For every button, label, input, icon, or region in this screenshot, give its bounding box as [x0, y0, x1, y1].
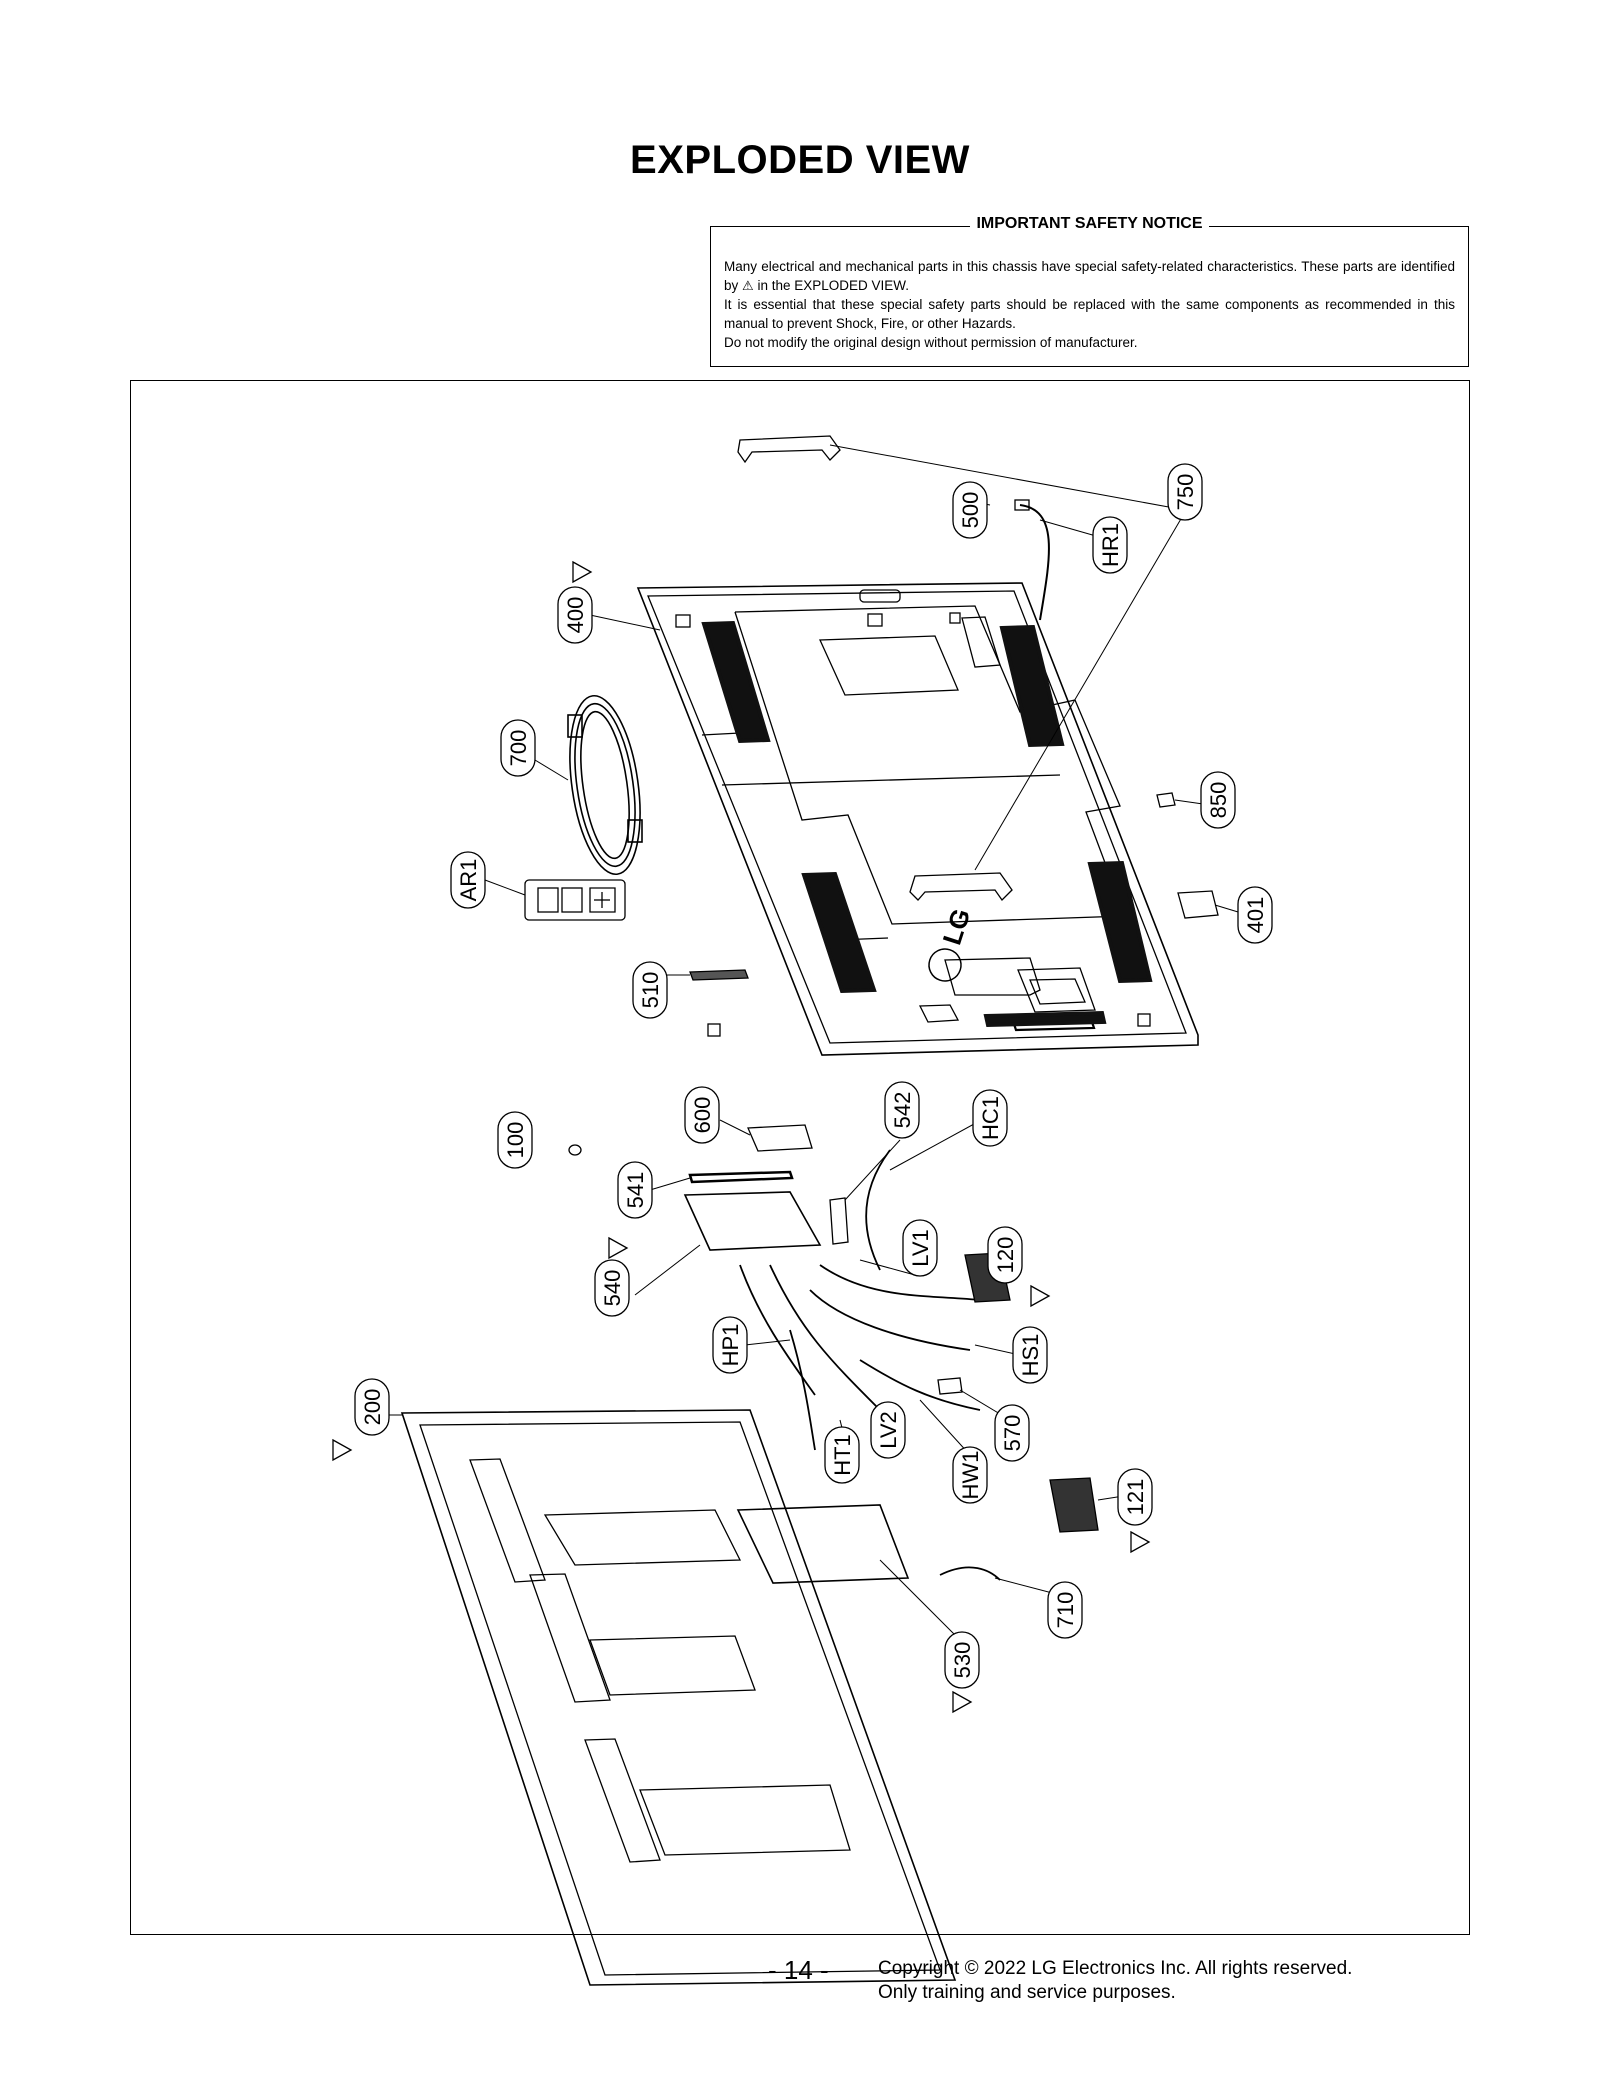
callout-hs1: HS1 [1012, 1326, 1048, 1384]
callout-label: 850 [1206, 782, 1231, 819]
callout-500: 500 [952, 481, 988, 539]
callout-label: 121 [1123, 1479, 1148, 1516]
callout-label: AR1 [456, 859, 481, 902]
callout-400: 400 [557, 586, 593, 644]
notice-line-1-tail: in the EXPLODED VIEW. [757, 278, 910, 293]
callout-hc1: HC1 [972, 1089, 1008, 1147]
callout-label: HT1 [830, 1434, 855, 1476]
lg-logo: LG [937, 905, 977, 949]
callout-label: 540 [600, 1270, 625, 1307]
handle-part [737, 435, 1013, 902]
callout-600: 600 [684, 1086, 720, 1144]
safety-triangle-icon [952, 1690, 973, 1714]
power-board-part [736, 1504, 910, 1584]
notice-line-2: It is essential that these special safet… [724, 297, 1455, 331]
page-title: EXPLODED VIEW [630, 138, 970, 182]
main-board-part [683, 1191, 822, 1251]
internal-cables [739, 1149, 981, 1451]
safety-triangle-icon [332, 1438, 353, 1462]
callout-570: 570 [994, 1404, 1030, 1462]
copyright-text: Copyright © 2022 LG Electronics Inc. All… [878, 1957, 1352, 2005]
warning-triangle-icon: ⚠ [742, 278, 754, 293]
callout-label: 570 [1000, 1415, 1025, 1452]
callout-540: 540 [594, 1259, 630, 1317]
callout-label: 500 [958, 492, 983, 529]
callout-label: 100 [503, 1122, 528, 1159]
page-number: - 14 - [768, 1955, 829, 1985]
harness-hr1 [1019, 504, 1050, 621]
notice-line-3: Do not modify the original design withou… [724, 335, 1138, 350]
callout-hr1: HR1 [1092, 516, 1128, 574]
callout-label: 541 [623, 1172, 648, 1209]
notice-line-1: Many electrical and mechanical parts in … [724, 259, 1455, 293]
callout-121: 121 [1117, 1468, 1153, 1526]
callout-label: 120 [993, 1237, 1018, 1274]
callout-ht1: HT1 [824, 1426, 860, 1484]
callout-label: HS1 [1018, 1334, 1043, 1377]
callout-850: 850 [1200, 771, 1236, 829]
safety-triangle-icon [608, 1236, 629, 1260]
callout-label: 542 [890, 1092, 915, 1129]
callout-label: 401 [1243, 897, 1268, 934]
callout-label: 200 [360, 1389, 385, 1426]
callout-lv2: LV2 [870, 1401, 906, 1459]
callout-label: 530 [950, 1642, 975, 1679]
callout-hw1: HW1 [952, 1446, 988, 1504]
callout-label: LV2 [876, 1411, 901, 1449]
remote-control-part [524, 879, 626, 921]
callout-100: 100 [497, 1111, 533, 1169]
diagram-frame [130, 380, 1470, 1935]
callout-120: 120 [987, 1226, 1023, 1284]
callout-label: LV1 [908, 1229, 933, 1267]
callout-ar1: AR1 [450, 851, 486, 909]
callout-label: 600 [690, 1097, 715, 1134]
callout-label: 400 [563, 597, 588, 634]
vent-grilles [701, 620, 1153, 1028]
callout-401: 401 [1237, 886, 1273, 944]
safety-notice-heading: IMPORTANT SAFETY NOTICE [970, 215, 1209, 232]
callout-label: HR1 [1098, 523, 1123, 567]
callout-510: 510 [632, 961, 668, 1019]
callout-700: 700 [500, 719, 536, 777]
power-cord-part [567, 694, 643, 876]
callout-label: 710 [1053, 1592, 1078, 1629]
purpose-line: Only training and service purposes. [878, 1982, 1176, 2003]
safety-triangle-icon [572, 560, 593, 584]
callout-label: HC1 [978, 1096, 1003, 1140]
callout-542: 542 [884, 1081, 920, 1139]
copyright-line: Copyright © 2022 LG Electronics Inc. All… [878, 1958, 1353, 1979]
callout-label: 750 [1173, 474, 1198, 511]
safety-triangle-icon [1030, 1284, 1051, 1308]
callout-hp1: HP1 [712, 1316, 748, 1374]
callout-label: HP1 [718, 1324, 743, 1367]
safety-notice-box: IMPORTANT SAFETY NOTICE Many electrical … [710, 215, 1469, 367]
callout-200: 200 [354, 1378, 390, 1436]
back-cover-part [636, 582, 1199, 1056]
callout-label: 510 [638, 972, 663, 1009]
safety-triangle-icon [1130, 1530, 1151, 1554]
callout-lv1: LV1 [902, 1219, 938, 1277]
callout-530: 530 [944, 1631, 980, 1689]
callout-label: HW1 [958, 1451, 983, 1500]
main-frame-part [400, 1409, 957, 1986]
safety-notice-text: Many electrical and mechanical parts in … [724, 257, 1455, 352]
callout-541: 541 [617, 1161, 653, 1219]
callout-710: 710 [1047, 1581, 1083, 1639]
callout-750: 750 [1167, 463, 1203, 521]
callout-label: 700 [506, 730, 531, 767]
